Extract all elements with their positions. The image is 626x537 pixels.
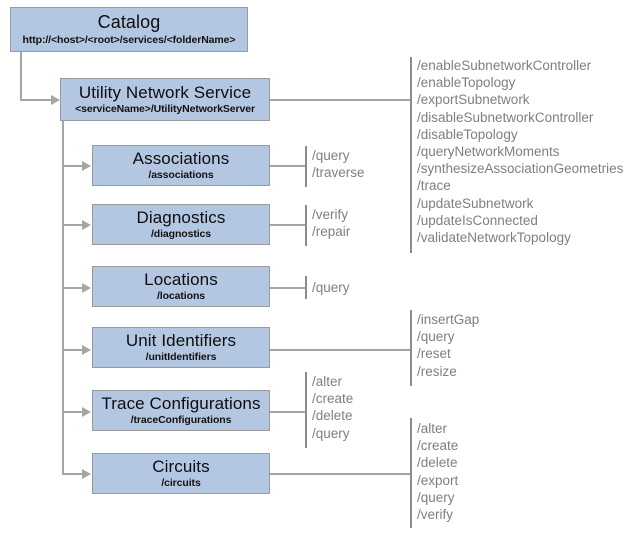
arrow-branch-diagnostics [82,220,91,230]
node-catalog[interactable]: Catalog http://<host>/<root>/services/<f… [10,7,248,52]
ops-bar-diagnostics [305,205,307,246]
operation-item: /verify [417,507,454,523]
operation-item: /enableSubnetworkController [417,58,592,73]
oplist-circuits: /alter /create /delete /export /query /v… [417,420,458,523]
operation-item: /synthesizeAssociationGeometries [417,161,624,177]
operation-item: /query [312,425,350,441]
oplist-diagnostics: /verify /repair [312,206,350,240]
connector-branch-locations [62,287,83,289]
node-utility-network-service[interactable]: Utility Network Service <serviceName>/Ut… [60,78,270,121]
node-associations-title: Associations [132,148,230,168]
node-locations-path: /locations [156,290,205,303]
operation-item: /query [312,148,350,163]
connector-associations-to-ops [270,165,306,167]
oplist-locations: /query [312,279,350,296]
arrow-branch-associations [82,161,91,171]
ops-bar-associations [305,146,307,187]
connector-service-trunk [62,121,64,474]
node-associations[interactable]: Associations /associations [92,145,270,186]
connector-branch-trace-configurations [62,411,83,413]
ops-bar-unit-identifiers [410,310,412,386]
connector-branch-unit-identifiers [62,349,83,351]
operation-item: /query [417,329,455,345]
operation-item: /delete [312,408,353,424]
connector-unit-identifiers-to-ops [270,349,411,351]
operation-item: /enableTopology [417,75,516,91]
node-diagnostics-path: /diagnostics [150,228,212,241]
operation-item: /disableTopology [417,126,518,142]
arrow-branch-locations [82,283,91,293]
operation-item: /create [312,391,354,407]
node-unit-identifiers-title: Unit Identifiers [125,330,237,350]
operation-item: /disableSubnetworkController [417,109,594,125]
node-circuits-title: Circuits [152,456,210,476]
node-unit-identifiers[interactable]: Unit Identifiers /unitIdentifiers [92,327,270,368]
operation-item: /traverse [312,165,365,181]
operation-item: /alter [417,421,448,436]
node-utility-network-service-title: Utility Network Service [78,82,252,102]
operation-item: /queryNetworkMoments [417,144,560,160]
connector-service-to-ops [270,99,411,101]
node-associations-path: /associations [148,169,214,182]
oplist-unit-identifiers: /insertGap /query /reset /resize [417,311,479,380]
node-circuits[interactable]: Circuits /circuits [92,453,270,494]
arrow-catalog-to-service [51,95,60,105]
oplist-service: /enableSubnetworkController /enableTopol… [417,57,623,246]
operation-item: /repair [312,224,351,240]
connector-diagnostics-to-ops [270,224,306,226]
arrow-branch-unit-identifiers [82,345,91,355]
operation-item: /query [312,280,350,295]
operation-item: /query [417,489,455,505]
node-circuits-path: /circuits [161,477,201,490]
node-locations[interactable]: Locations /locations [92,266,270,307]
operation-item: /updateSubnetwork [417,195,534,211]
connector-circuits-to-ops [270,473,411,475]
connector-branch-diagnostics [62,224,83,226]
ops-bar-service [410,57,412,253]
arrow-branch-trace-configurations [82,407,91,417]
node-trace-configurations[interactable]: Trace Configurations /traceConfiguration… [92,390,270,431]
node-trace-configurations-title: Trace Configurations [101,393,261,413]
operation-item: /reset [417,346,451,362]
oplist-trace-configurations: /alter /create /delete /query [312,373,353,442]
operation-item: /delete [417,455,458,471]
ops-bar-circuits [410,418,412,528]
operation-item: /trace [417,178,451,194]
operation-item: /verify [312,207,349,222]
connector-branch-circuits [62,473,83,475]
connector-branch-associations [62,165,83,167]
operation-item: /insertGap [417,312,480,327]
node-utility-network-service-path: <serviceName>/UtilityNetworkServer [75,103,255,116]
operation-item: /alter [312,374,343,389]
node-locations-title: Locations [144,269,218,289]
operation-item: /resize [417,363,457,379]
node-diagnostics-title: Diagnostics [136,207,226,227]
oplist-associations: /query /traverse [312,147,365,181]
connector-trace-configurations-to-ops [270,411,306,413]
arrow-branch-circuits [82,469,91,479]
node-catalog-title: Catalog [97,12,161,33]
ops-bar-locations [305,276,307,299]
node-trace-configurations-path: /traceConfigurations [130,414,232,427]
node-unit-identifiers-path: /unitIdentifiers [145,351,217,364]
operation-item: /validateNetworkTopology [417,230,571,246]
connector-catalog-to-service [20,99,52,101]
ops-bar-trace-configurations [305,372,307,448]
node-catalog-path: http://<host>/<root>/services/<folderNam… [22,33,236,46]
operation-item: /updateIsConnected [417,212,538,228]
connector-catalog-down [20,52,22,100]
operation-item: /export [417,472,459,488]
connector-locations-to-ops [270,287,306,289]
operation-item: /exportSubnetwork [417,92,530,108]
node-diagnostics[interactable]: Diagnostics /diagnostics [92,204,270,245]
operation-item: /create [417,438,459,454]
